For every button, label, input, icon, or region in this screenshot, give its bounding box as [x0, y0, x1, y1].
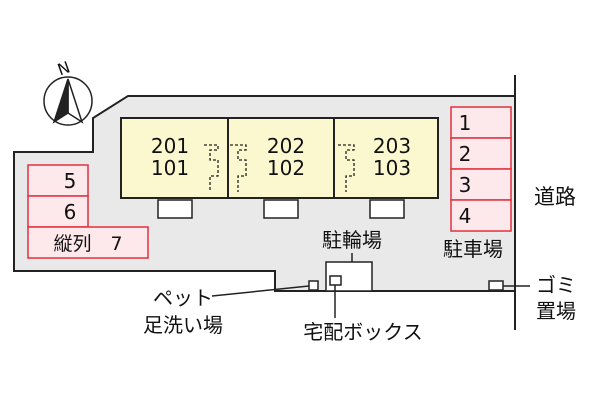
parking-space-5 [27, 164, 89, 197]
building: 201 101 202 102 203 103 [120, 117, 439, 219]
delivery-box-label: 宅配ボックス [303, 320, 422, 344]
unit-number-103: 103 [373, 156, 411, 180]
parking-number-3: 3 [459, 173, 472, 197]
parking-left: 5 6 縦列 7 [27, 164, 149, 259]
stair-outline-2 [230, 144, 247, 192]
parking-lot-label: 駐車場 [443, 237, 503, 261]
pet-wash-label-line1: ペット [153, 286, 213, 310]
unit-number-201: 201 [151, 134, 189, 158]
garbage-station-icon [488, 280, 504, 291]
parking-number-5: 5 [64, 169, 77, 193]
pet-wash-leader [211, 285, 310, 297]
pet-wash-icon [308, 280, 319, 291]
bicycle-parking-label: 駐輪場 [322, 228, 382, 252]
entry-porch-2 [263, 199, 299, 219]
unit-number-101: 101 [151, 156, 189, 180]
garbage-label-line2: 置場 [536, 299, 576, 323]
unit-number-203: 203 [373, 134, 411, 158]
stair-outline-1 [204, 144, 219, 192]
stair-outline-3 [338, 144, 355, 192]
parking-space-7 [27, 226, 149, 259]
parking-right: 1 2 3 4 [450, 106, 512, 232]
parking-space-6 [27, 195, 89, 228]
pet-wash-label-line2: 足洗い場 [143, 313, 223, 337]
unit-3 [333, 117, 439, 199]
unit-2 [227, 117, 335, 199]
unit-number-102: 102 [267, 156, 305, 180]
entry-porch-3 [369, 199, 405, 219]
parking-number-1: 1 [459, 111, 472, 135]
parking-space-4 [450, 199, 512, 232]
entry-porch-1 [157, 199, 193, 219]
unit-number-202: 202 [267, 134, 305, 158]
garbage-label-line1: ゴミ [536, 273, 576, 297]
parking-number-7: 縦列 7 [53, 233, 122, 255]
delivery-box-icon [329, 275, 342, 286]
north-compass-icon: N [43, 57, 93, 126]
parking-number-2: 2 [459, 142, 472, 166]
parking-space-2 [450, 137, 512, 170]
parking-number-6: 6 [64, 200, 77, 224]
road-label: 道路 [534, 185, 576, 209]
north-label: N [55, 57, 73, 79]
parking-number-4: 4 [459, 204, 472, 228]
